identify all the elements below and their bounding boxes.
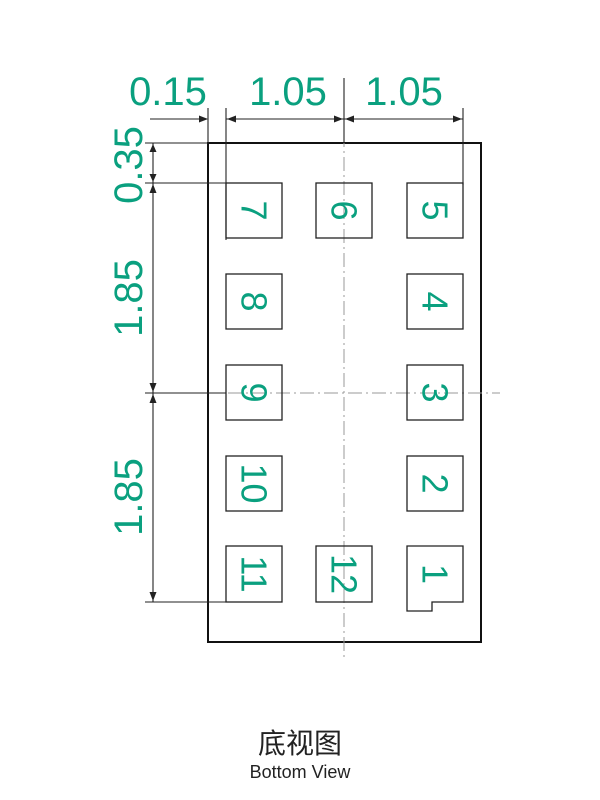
caption-english: Bottom View xyxy=(249,762,351,782)
caption-chinese: 底视图 xyxy=(257,727,342,760)
pad-7: 7 xyxy=(225,182,283,239)
svg-text:6: 6 xyxy=(324,200,365,220)
svg-text:2: 2 xyxy=(415,473,456,493)
pad-12: 12 xyxy=(315,545,373,603)
dim-left-top: 0.35 xyxy=(107,126,151,204)
pad-9: 9 xyxy=(225,364,283,421)
svg-text:11: 11 xyxy=(234,555,275,592)
svg-text:8: 8 xyxy=(234,291,275,311)
svg-text:10: 10 xyxy=(234,463,275,503)
pad-4: 4 xyxy=(406,273,464,330)
pad-8: 8 xyxy=(225,273,283,330)
dim-top-mid: 1.05 xyxy=(249,70,327,114)
dim-top-right: 1.05 xyxy=(365,70,443,114)
svg-text:3: 3 xyxy=(415,382,456,402)
svg-text:7: 7 xyxy=(234,200,275,220)
svg-text:4: 4 xyxy=(415,291,456,311)
left-dimension-lines xyxy=(145,142,226,603)
pad-6: 6 xyxy=(315,182,373,239)
top-dimension-lines xyxy=(150,78,464,240)
pad-3: 3 xyxy=(406,364,464,421)
svg-text:1: 1 xyxy=(415,564,456,584)
pad-10: 10 xyxy=(225,455,283,512)
dim-left-mid: 1.85 xyxy=(107,259,151,337)
pad-11: 11 xyxy=(225,545,283,603)
pad-5: 5 xyxy=(406,182,464,239)
pad-2: 2 xyxy=(406,455,464,512)
pad-1: 1 xyxy=(406,545,464,612)
svg-text:9: 9 xyxy=(234,382,275,402)
svg-text:12: 12 xyxy=(324,554,365,594)
svg-text:5: 5 xyxy=(415,200,456,220)
dim-top-left: 0.15 xyxy=(129,70,207,114)
dim-left-bottom: 1.85 xyxy=(107,458,151,536)
